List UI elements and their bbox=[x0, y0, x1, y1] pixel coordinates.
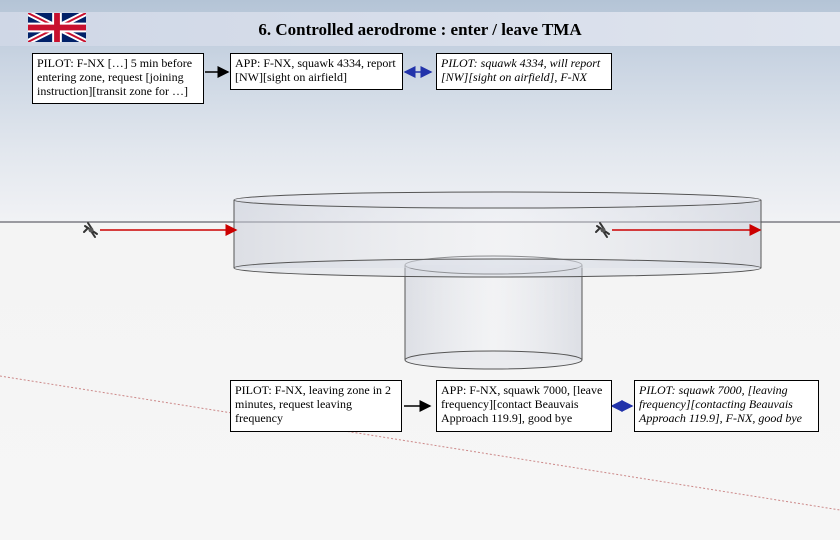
app-squawk-box: APP: F-NX, squawk 4334, report [NW][sigh… bbox=[230, 53, 403, 90]
tma-cylinder bbox=[233, 191, 762, 278]
page-title: 6. Controlled aerodrome : enter / leave … bbox=[258, 20, 582, 39]
aircraft-icon bbox=[595, 222, 610, 238]
aircraft-icon bbox=[83, 222, 98, 238]
uk-flag-icon bbox=[28, 13, 86, 42]
ground-line bbox=[0, 375, 840, 511]
pilot-enter-box: PILOT: F-NX […] 5 min before entering zo… bbox=[32, 53, 204, 104]
pilot-goodbye-box: PILOT: squawk 7000, [leaving frequency][… bbox=[634, 380, 819, 432]
pilot-readback-box: PILOT: squawk 4334, will report [NW][sig… bbox=[436, 53, 612, 90]
title-bar bbox=[0, 12, 840, 46]
pilot-leaving-box: PILOT: F-NX, leaving zone in 2 minutes, … bbox=[230, 380, 402, 432]
app-leave-box: APP: F-NX, squawk 7000, [leave frequency… bbox=[436, 380, 612, 432]
